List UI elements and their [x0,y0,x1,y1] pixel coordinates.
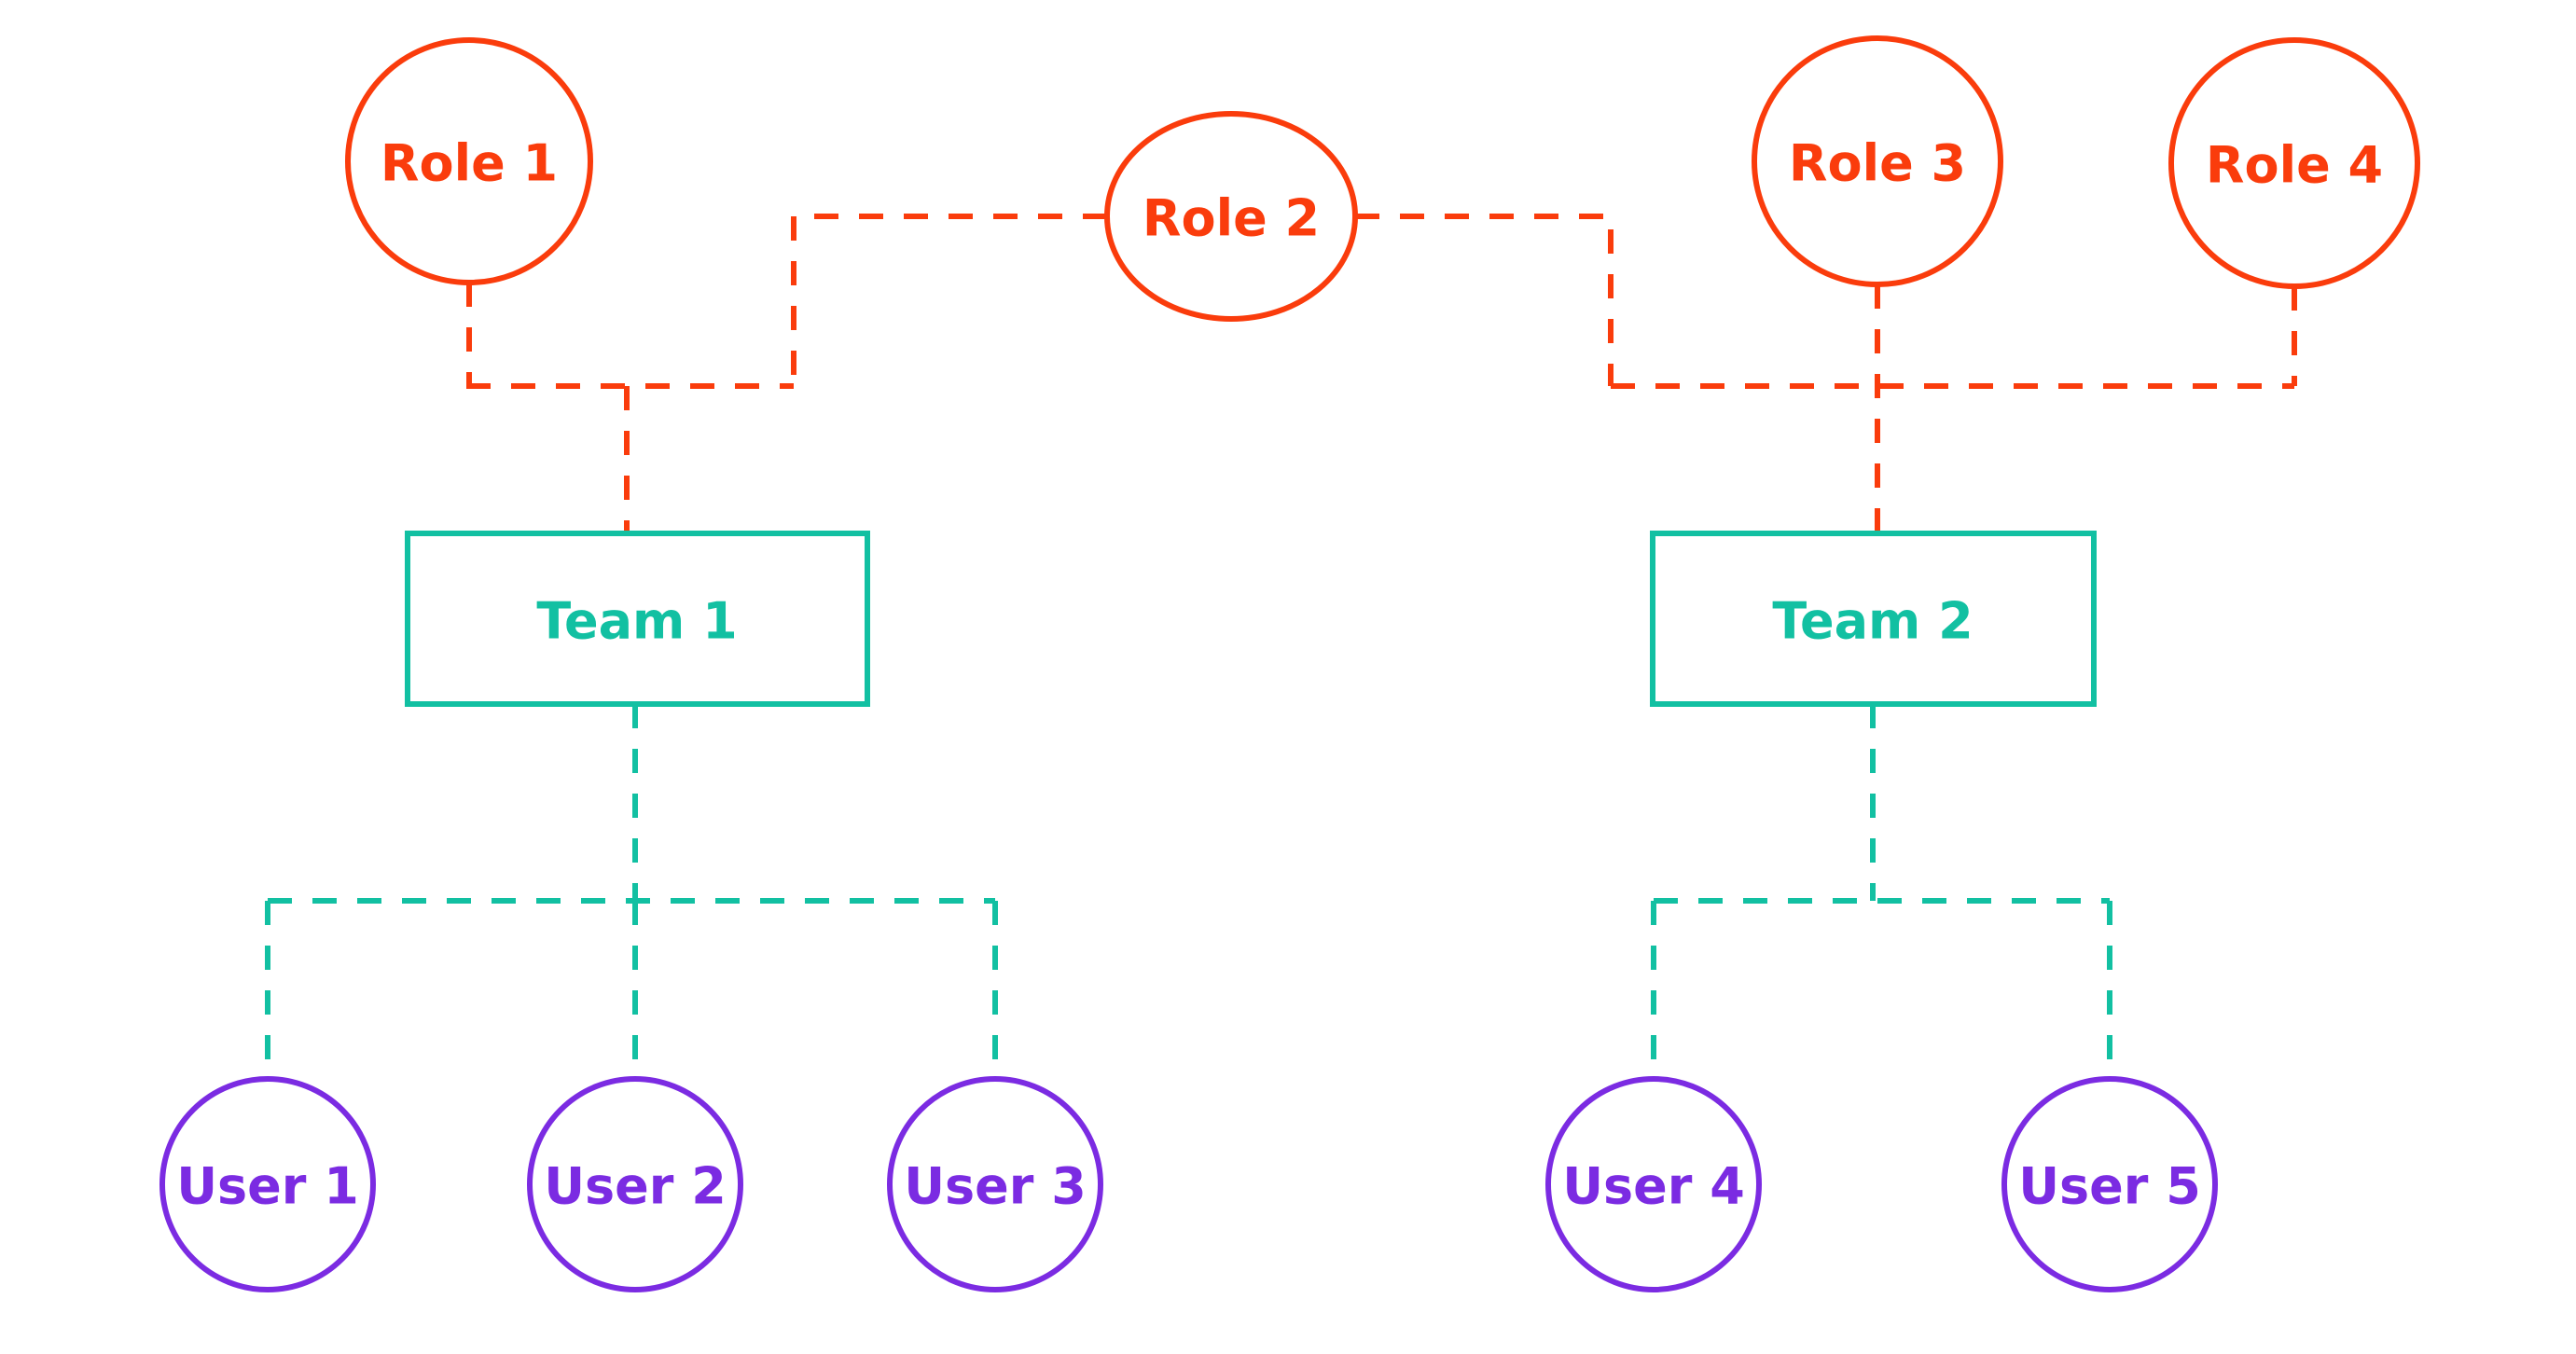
team-nodes: Team 1 Team 2 [405,531,2097,707]
role-2-circle[interactable] [1104,111,1358,322]
user-4-circle[interactable] [1545,1076,1762,1292]
team-2-box[interactable] [1650,531,2097,707]
role-1-label: Role 1 [381,134,558,193]
role-2-label: Role 2 [1143,189,1320,248]
role-nodes: Role 1 Role 2 Role 3 Role 4 [345,35,2420,322]
node-user-3[interactable]: User 3 [887,1076,1103,1292]
user-2-label: User 2 [544,1157,727,1216]
edge-role2-to-right-bus [1355,214,1613,386]
edge-role2-to-left-bus [791,214,1107,386]
user-5-label: User 5 [2018,1157,2201,1216]
node-role-3[interactable]: Role 3 [1752,35,2003,287]
node-team-2[interactable]: Team 2 [1650,531,2097,707]
node-role-1[interactable]: Role 1 [345,37,593,285]
node-user-1[interactable]: User 1 [159,1076,376,1292]
role-to-team-edges [466,214,2297,533]
node-role-2[interactable]: Role 2 [1104,111,1358,322]
team-1-label: Team 1 [536,592,737,651]
role-3-label: Role 3 [1789,134,1966,193]
user-4-label: User 4 [1562,1157,1745,1216]
role-1-circle[interactable] [345,37,593,285]
user-3-circle[interactable] [887,1076,1103,1292]
user-1-label: User 1 [176,1157,359,1216]
role-4-circle[interactable] [2168,37,2420,289]
user-5-circle[interactable] [2001,1076,2218,1292]
team-to-user-edges [265,704,2112,1079]
node-user-4[interactable]: User 4 [1545,1076,1762,1292]
role-3-circle[interactable] [1752,35,2003,287]
node-team-1[interactable]: Team 1 [405,531,870,707]
user-1-circle[interactable] [159,1076,376,1292]
user-2-circle[interactable] [527,1076,743,1292]
node-user-2[interactable]: User 2 [527,1076,743,1292]
node-role-4[interactable]: Role 4 [2168,37,2420,289]
node-user-5[interactable]: User 5 [2001,1076,2218,1292]
team-2-label: Team 2 [1772,592,1973,651]
user-nodes: User 1 User 2 User 3 User 4 User 5 [159,1076,2218,1292]
team-1-box[interactable] [405,531,870,707]
role-4-label: Role 4 [2206,136,2383,195]
user-3-label: User 3 [904,1157,1087,1216]
